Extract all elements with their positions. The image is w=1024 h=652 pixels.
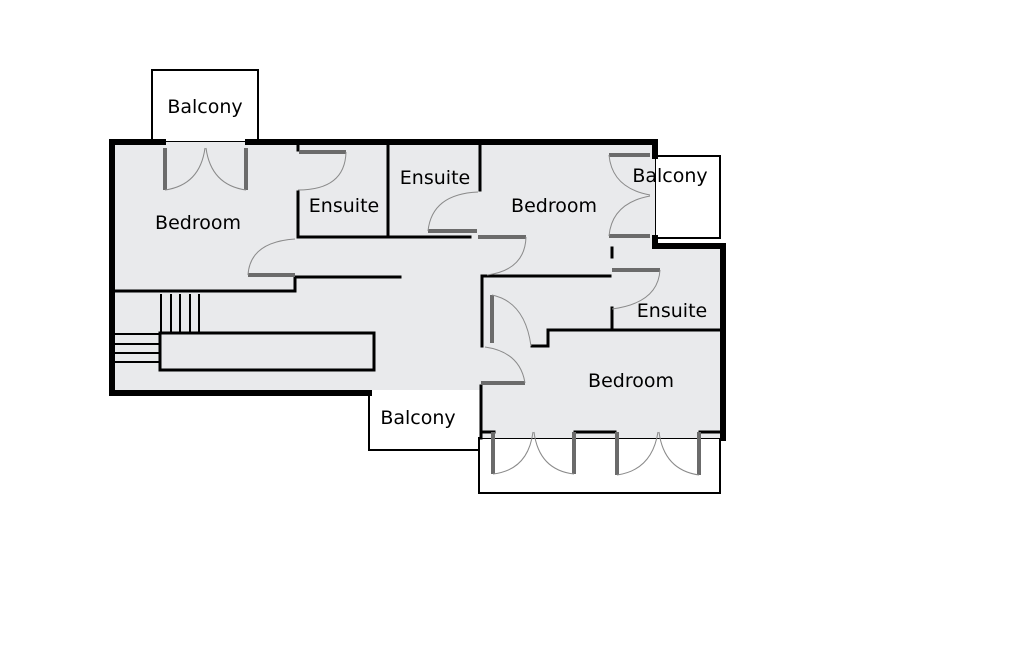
- interior-walls: [113, 144, 722, 392]
- balcony-label-1: Balcony: [167, 96, 242, 118]
- room-label-ensuite-1: Ensuite: [309, 195, 379, 217]
- room-labels: Bedroom Ensuite Ensuite Bedroom Ensuite …: [155, 96, 708, 429]
- balcony-top-left: [151, 69, 259, 143]
- doors: [163, 147, 701, 476]
- floor-area: [112, 142, 723, 438]
- room-label-bedroom-1: Bedroom: [155, 212, 241, 234]
- exterior-walls: [109, 139, 726, 441]
- room-label-ensuite-2: Ensuite: [400, 167, 470, 189]
- balcony-label-2: Balcony: [632, 165, 707, 187]
- room-label-ensuite-3: Ensuite: [637, 300, 707, 322]
- balcony-label-3: Balcony: [380, 407, 455, 429]
- balcony-bottom-right: [478, 437, 721, 494]
- stairs: [115, 294, 200, 363]
- room-label-bedroom-2: Bedroom: [511, 195, 597, 217]
- room-label-bedroom-3: Bedroom: [588, 370, 674, 392]
- balcony-right: [654, 155, 721, 239]
